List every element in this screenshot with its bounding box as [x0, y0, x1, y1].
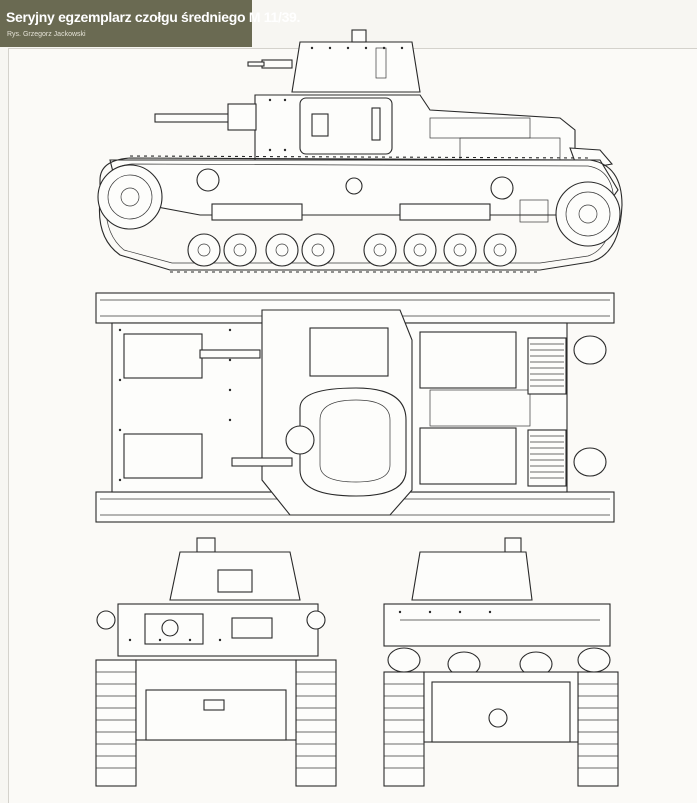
top-view: [95, 292, 615, 523]
front-view: [95, 537, 337, 787]
side-view: [97, 29, 623, 273]
illustrator-credit: Rys. Grzegorz Jackowski: [7, 31, 86, 38]
rear-view: [383, 537, 619, 787]
caption-box: Seryjny egzemplarz czołgu średniego M 11…: [0, 0, 300, 47]
drawing-title: Seryjny egzemplarz czołgu średniego M 11…: [6, 9, 301, 25]
